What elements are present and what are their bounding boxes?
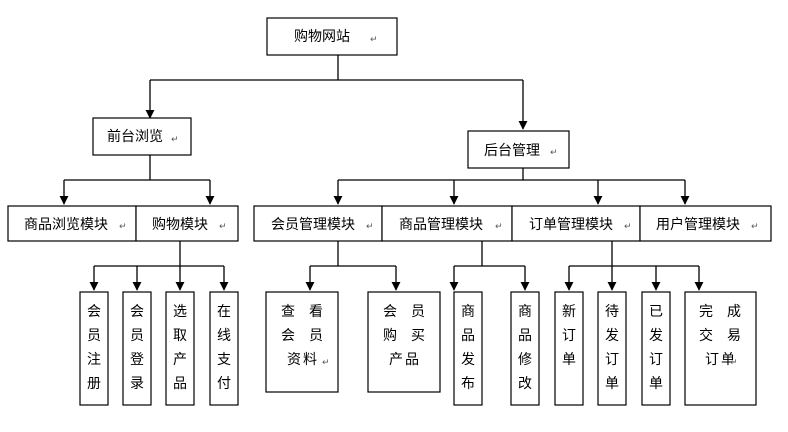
node-root-label: 购物网站 xyxy=(294,29,350,45)
node-select-product-label: 选取产品 xyxy=(173,304,187,392)
node-modify-product: 商品修改 xyxy=(510,291,540,406)
node-browse-module-label: 商品浏览模块 xyxy=(24,217,108,233)
node-shopping-module-label: 购物模块 xyxy=(152,217,208,233)
node-pending-order-label: 待发订单 xyxy=(605,304,619,392)
paragraph-mark: ↵ xyxy=(366,222,374,232)
node-completed-order: 完成交易订单 ↵ xyxy=(684,291,757,406)
node-online-pay-label: 在线支付 xyxy=(217,304,231,392)
paragraph-mark: ↵ xyxy=(751,222,759,232)
node-member-register: 会员注册 xyxy=(79,291,109,406)
paragraph-mark: ↵ xyxy=(730,358,738,368)
node-shopping-module: 购物模块 ↵ xyxy=(135,205,239,242)
node-order-mgmt-label: 订单管理模块 xyxy=(529,217,613,233)
paragraph-mark: ↵ xyxy=(370,35,378,45)
node-user-mgmt: 用户管理模块 ↵ xyxy=(639,205,772,242)
paragraph-mark: ↵ xyxy=(119,222,127,232)
node-backend-label: 后台管理 xyxy=(484,143,540,159)
node-order-mgmt: 订单管理模块 ↵ xyxy=(511,205,641,242)
node-member-purchases: 会员购买产品 xyxy=(367,291,441,393)
node-member-register-label: 会员注册 xyxy=(87,304,101,392)
node-member-mgmt: 会员管理模块 ↵ xyxy=(253,205,383,242)
paragraph-mark: ↵ xyxy=(550,148,558,158)
node-view-member-info: 查看会员资料 ↵ xyxy=(265,291,339,393)
node-root: 购物网站 ↵ xyxy=(266,17,398,56)
node-product-mgmt: 商品管理模块 ↵ xyxy=(381,205,513,242)
paragraph-mark: ↵ xyxy=(171,135,179,145)
node-shipped-order: 已发订单 xyxy=(641,291,671,406)
paragraph-mark: ↵ xyxy=(624,222,632,232)
node-shipped-order-label: 已发订单 xyxy=(649,304,663,392)
node-user-mgmt-label: 用户管理模块 xyxy=(656,216,740,233)
node-product-mgmt-label: 商品管理模块 xyxy=(399,217,483,233)
node-publish-product: 商品发布 xyxy=(453,291,483,406)
node-member-purchases-label: 会员购买产品 xyxy=(383,304,425,368)
node-browse-module: 商品浏览模块 ↵ xyxy=(7,205,137,242)
node-new-order-label: 新订单 xyxy=(562,304,576,368)
paragraph-mark: ↵ xyxy=(495,222,503,232)
node-member-login-label: 会员登录 xyxy=(130,304,144,392)
node-new-order: 新订单 xyxy=(554,291,584,406)
node-frontend: 前台浏览 ↵ xyxy=(92,117,192,156)
node-modify-product-label: 商品修改 xyxy=(518,304,532,392)
node-frontend-label: 前台浏览 xyxy=(107,128,163,145)
connectors xyxy=(59,55,704,291)
node-online-pay: 在线支付 xyxy=(209,291,239,406)
node-member-mgmt-label: 会员管理模块 xyxy=(271,217,355,233)
node-select-product: 选取产品 xyxy=(165,291,195,406)
node-member-login: 会员登录 xyxy=(122,291,152,406)
node-completed-order-label: 完成交易订单 xyxy=(699,304,741,368)
paragraph-mark: ↵ xyxy=(219,222,227,232)
node-view-member-info-label: 查看会员资料 xyxy=(281,304,323,368)
node-backend: 后台管理 ↵ xyxy=(467,130,570,169)
paragraph-mark: ↵ xyxy=(322,358,330,368)
node-pending-order: 待发订单 xyxy=(597,291,627,406)
node-publish-product-label: 商品发布 xyxy=(461,304,475,392)
